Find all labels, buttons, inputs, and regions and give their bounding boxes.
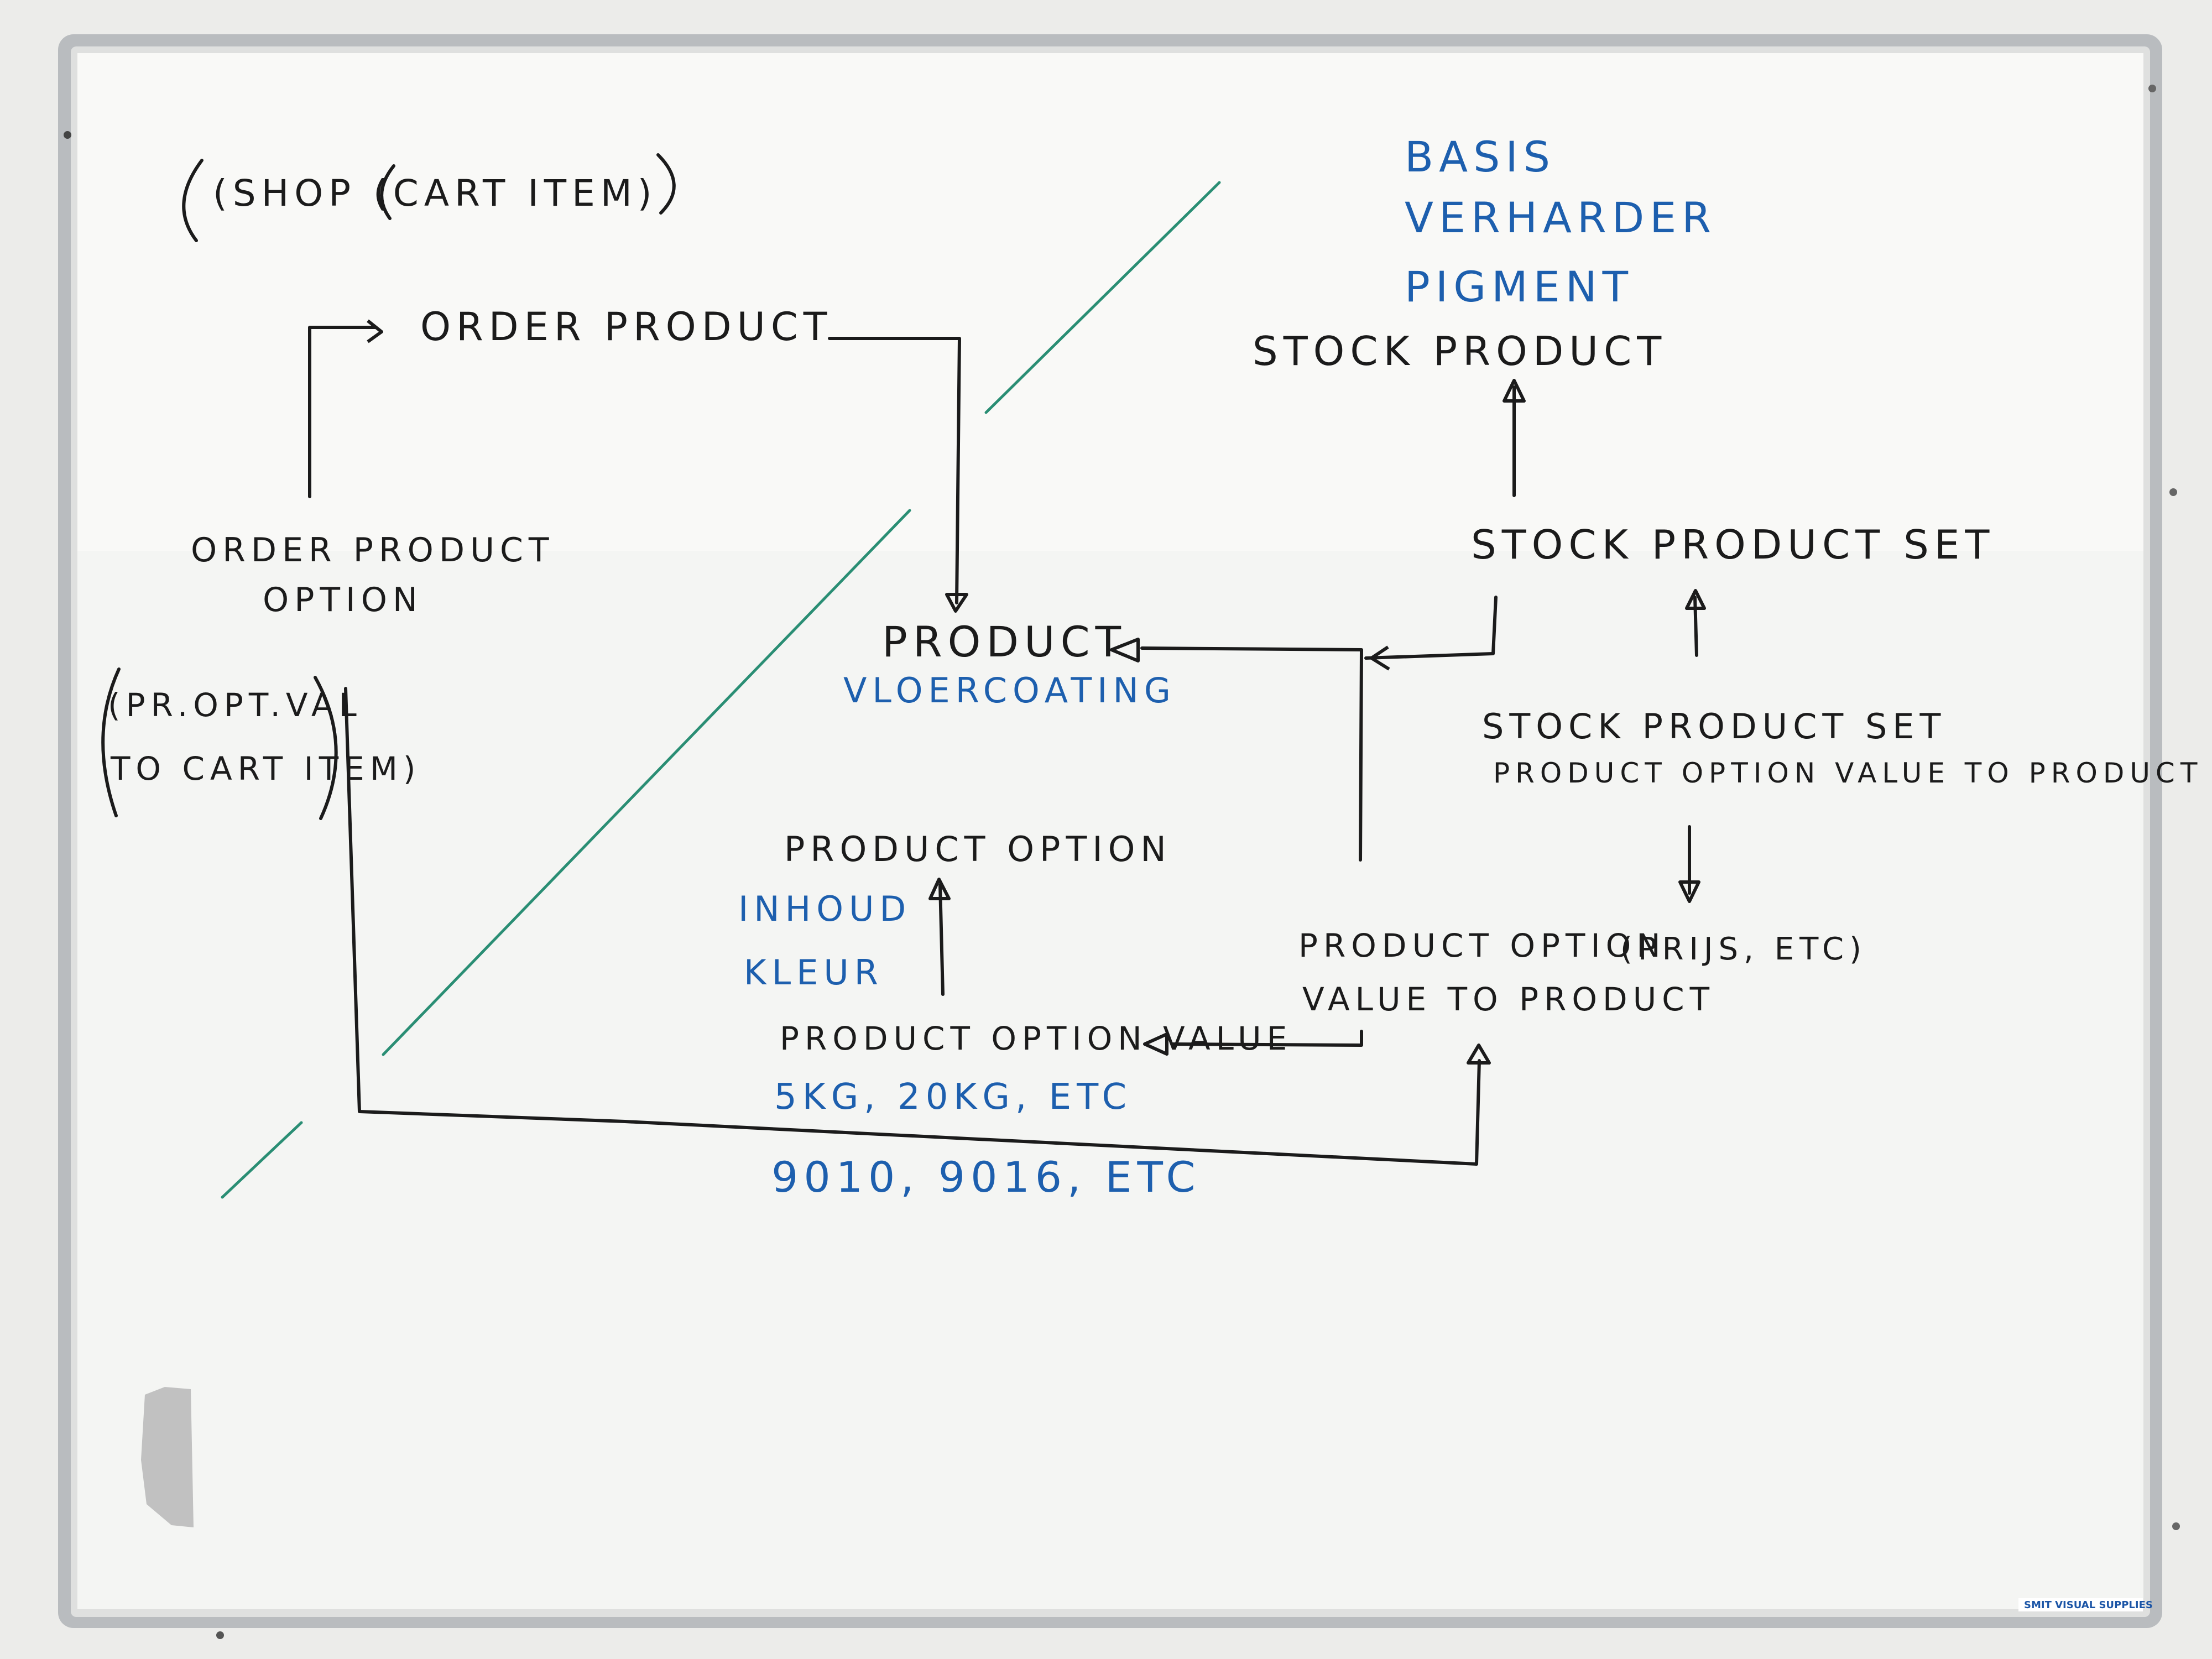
note-product-option: PRODUCT OPTION xyxy=(784,829,1172,869)
green-divider-line xyxy=(382,509,911,1056)
note-product-option-value-to-product: VALUE TO PRODUCT xyxy=(1302,980,1715,1018)
connector-pr-opt-val-to-povtp xyxy=(344,687,1481,1166)
note-vloercoating: VLOERCOATING xyxy=(843,670,1176,711)
note-stock-product-set: STOCK PRODUCT SET xyxy=(1471,521,1995,568)
connector-povtp-to-product xyxy=(1140,646,1363,862)
screw xyxy=(216,1631,224,1639)
arrowhead xyxy=(1685,589,1706,610)
note-basis: BASIS xyxy=(1405,132,1556,181)
arrowhead xyxy=(1467,1044,1491,1065)
connector-order-option-to-order-product xyxy=(308,326,378,498)
brand-label: SMIT VISUAL SUPPLIES xyxy=(2024,1599,2153,1611)
paren-right xyxy=(656,153,676,215)
green-divider-line xyxy=(221,1121,303,1199)
note-weights: 5KG, 20KG, ETC xyxy=(774,1077,1132,1118)
note-order-product-option: ORDER PRODUCT xyxy=(191,531,555,570)
connector-sps-to-product xyxy=(1364,596,1498,660)
arrowhead xyxy=(928,878,951,900)
paren-left xyxy=(101,667,121,817)
arrowhead xyxy=(1678,880,1700,903)
arrowhead xyxy=(1370,645,1390,671)
note-product: PRODUCT xyxy=(882,617,1126,666)
connector-order-product-to-product xyxy=(828,337,961,604)
note-stock-product-set-product: PRODUCT OPTION VALUE TO PRODUCT xyxy=(1493,757,2203,789)
connector-spsp-to-sps xyxy=(1693,596,1698,657)
note-prijs: (PRIJS, ETC) xyxy=(1620,931,1867,967)
note-color-codes: 9010, 9016, ETC xyxy=(771,1152,1201,1202)
connector-pov-to-product-option xyxy=(938,883,945,996)
screw xyxy=(2148,85,2156,92)
arrowhead xyxy=(367,319,383,343)
green-divider-line xyxy=(984,181,1221,414)
note-inhoud: INHOUD xyxy=(738,889,911,929)
screw xyxy=(64,131,71,139)
paren-right xyxy=(314,676,338,820)
paren-left xyxy=(182,159,204,242)
note-pigment: PIGMENT xyxy=(1405,262,1634,311)
note-product-option-value: PRODUCT OPTION VALUE xyxy=(780,1020,1292,1057)
note-stock-product: STOCK PRODUCT xyxy=(1253,328,1667,374)
note-kleur: KLEUR xyxy=(744,952,884,993)
arrowhead xyxy=(945,593,968,613)
note-verharder: VERHARDER xyxy=(1405,193,1717,242)
note-stock-product-set-product: STOCK PRODUCT SET xyxy=(1482,706,1946,747)
paren-left xyxy=(380,164,395,220)
note-product-option-value-to-product: PRODUCT OPTION xyxy=(1298,927,1666,964)
brand-plate xyxy=(2018,1598,2143,1611)
note-order-product-option: OPTION xyxy=(263,581,423,619)
note-pr-opt-val: TO CART ITEM) xyxy=(110,750,421,787)
note-pr-opt-val: (PR.OPT.VAL xyxy=(108,686,362,724)
board-glare xyxy=(77,53,2143,551)
arrowhead xyxy=(1143,1032,1168,1056)
arrowhead xyxy=(1503,379,1526,403)
arrowhead xyxy=(1110,638,1140,662)
note-shop-cart-item: (SHOP (CART ITEM) xyxy=(213,172,658,215)
screw xyxy=(2172,1522,2180,1530)
screw xyxy=(2169,488,2177,496)
note-order-product: ORDER PRODUCT xyxy=(420,304,832,349)
tape-residue xyxy=(141,1387,194,1527)
connector-povtp-to-pov xyxy=(1171,1030,1363,1047)
